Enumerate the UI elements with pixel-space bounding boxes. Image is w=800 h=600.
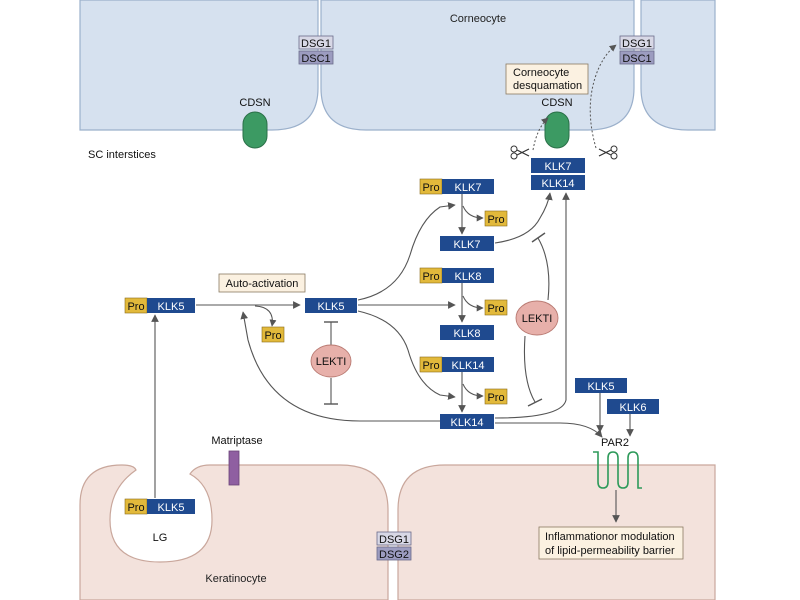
pro-label: Pro — [264, 330, 281, 342]
pro-label: Pro — [422, 182, 439, 194]
klk8-label: KLK8 — [455, 271, 482, 283]
klk6: KLK6 — [607, 399, 659, 414]
pro-klk5-granule: Pro KLK5 — [124, 498, 195, 515]
klk5-label: KLK5 — [318, 301, 345, 313]
matriptase: Matriptase — [211, 435, 263, 486]
pro-fragment: Pro — [484, 299, 508, 316]
auto-activation-note: Auto-activation — [218, 273, 306, 293]
auto-activation-label: Auto-activation — [226, 278, 299, 290]
klk5-label: KLK5 — [158, 502, 185, 514]
klk14-active: KLK14 — [440, 414, 494, 429]
dsg1-lower-label: DSG1 — [379, 534, 409, 546]
pro-release-arrow-klk14 — [462, 383, 484, 400]
lekti-label: LEKTI — [522, 313, 553, 325]
klk7-label: KLK7 — [455, 182, 482, 194]
klk14-label: KLK14 — [450, 417, 483, 429]
sc-interstices-label: SC interstices — [88, 149, 156, 161]
pro-label: Pro — [487, 303, 504, 315]
klk7-label: KLK7 — [454, 239, 481, 251]
klk7-to-top-arrow — [494, 192, 553, 244]
klk14-to-par2-arrow — [495, 422, 603, 438]
pro-label: Pro — [422, 360, 439, 372]
release-arrow-desmosome — [589, 44, 617, 149]
lekti-inhibition-right — [523, 232, 550, 407]
dsg1-released-label: DSG1 — [622, 38, 652, 50]
lekti-right: LEKTI — [515, 300, 559, 336]
dsg1-label: DSG1 — [301, 38, 331, 50]
corneocyte-cell-right — [640, 0, 716, 131]
desquamation-line1: Corneocyte — [513, 67, 569, 79]
pro-label: Pro — [422, 271, 439, 283]
pro-release-arrow-klk5 — [254, 305, 277, 327]
par2-label: PAR2 — [601, 437, 629, 449]
pro-label: Pro — [487, 214, 504, 226]
desmosome-lower: DSG1 DSG2 — [376, 531, 412, 561]
dsc1-label: DSC1 — [301, 53, 330, 65]
corneocyte-cell-middle — [320, 0, 635, 131]
corneocyte-label: Corneocyte — [450, 13, 506, 25]
pro-label: Pro — [127, 301, 144, 313]
pro-release-arrow-klk8 — [462, 295, 484, 312]
pro-klk8: Pro KLK8 — [419, 267, 494, 284]
klk7-active: KLK7 — [440, 236, 494, 251]
pro-fragment: Pro — [261, 326, 285, 343]
klk7-klk14-stack: KLK7 KLK14 — [531, 158, 585, 190]
dsc1-released-label: DSC1 — [622, 53, 651, 65]
klk6-label: KLK6 — [620, 402, 647, 414]
klk14-label: KLK14 — [451, 360, 484, 372]
corneocyte-cell-left — [79, 0, 319, 131]
pro-release-arrow-klk7 — [462, 205, 484, 222]
klk5-label: KLK5 — [158, 301, 185, 313]
inflammation-line2: of lipid-permeability barrier — [545, 545, 675, 557]
desmosome-released: DSG1 DSC1 — [619, 35, 655, 65]
klk5-label: KLK5 — [588, 381, 615, 393]
keratinocyte-label: Keratinocyte — [205, 573, 266, 585]
klk5-par2-activator: KLK5 — [575, 378, 627, 393]
lekti-left: LEKTI — [310, 344, 352, 378]
lekti-label: LEKTI — [316, 356, 347, 368]
cdsn-right-label: CDSN — [541, 97, 572, 109]
desquamation-line2: desquamation — [513, 80, 582, 92]
klk5-to-klk14-arrow — [357, 310, 456, 400]
klk5-to-klk7-arrow — [357, 202, 456, 301]
pro-klk14: Pro KLK14 — [419, 356, 494, 373]
dsg2-label: DSG2 — [379, 549, 409, 561]
lekti-inhibition-left — [324, 321, 338, 405]
lg-label: LG — [153, 532, 168, 544]
par2-receptor: PAR2 — [593, 437, 642, 489]
klk8-active: KLK8 — [440, 325, 494, 340]
pro-klk7: Pro KLK7 — [419, 178, 494, 195]
pro-label: Pro — [127, 502, 144, 514]
pro-label: Pro — [487, 392, 504, 404]
scissors-icon — [598, 145, 618, 160]
keratinocyte-cell-left-body — [79, 464, 389, 600]
klk5-active: KLK5 — [305, 298, 357, 313]
scissors-icon — [510, 145, 530, 160]
klk7-label: KLK7 — [545, 161, 572, 173]
release-arrow-cdsn — [532, 117, 549, 151]
desmosome-upper: DSG1 DSC1 — [298, 35, 334, 65]
matriptase-label: Matriptase — [211, 435, 262, 447]
desquamation-note: Corneocyte desquamation — [505, 63, 589, 95]
pro-fragment: Pro — [484, 388, 508, 405]
cdsn-left: CDSN — [239, 97, 271, 149]
klk14-label: KLK14 — [541, 178, 574, 190]
pro-fragment: Pro — [484, 210, 508, 227]
klk14-feedback-arrow — [240, 311, 440, 422]
inflammation-note: Inflammationor modulation of lipid-perme… — [538, 526, 684, 560]
pro-klk5-secreted: Pro KLK5 — [124, 297, 195, 314]
cdsn-left-label: CDSN — [239, 97, 270, 109]
inflammation-line1: Inflammationor modulation — [545, 531, 675, 543]
klk8-label: KLK8 — [454, 328, 481, 340]
cdsn-right: CDSN — [541, 97, 573, 149]
klk14-to-top-arrow — [494, 192, 570, 419]
